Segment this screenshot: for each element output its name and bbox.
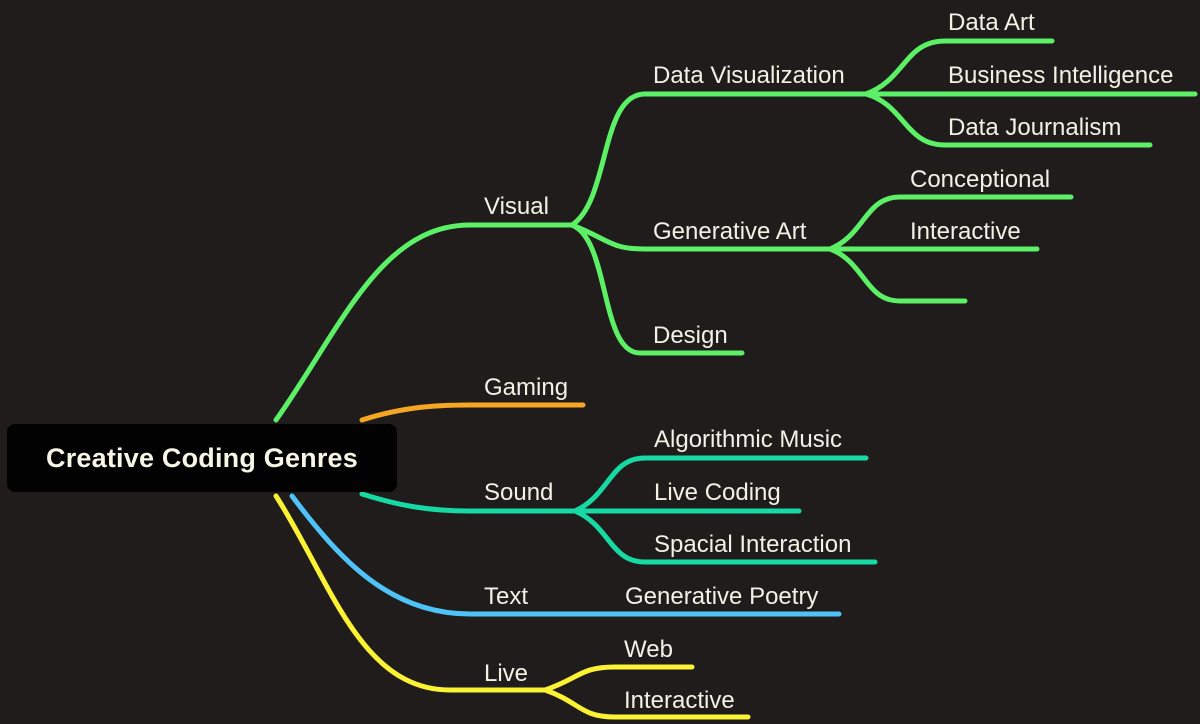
node-live-interactive[interactable]: Interactive [624,687,735,714]
node-web[interactable]: Web [624,636,673,663]
root-label: Creative Coding Genres [46,442,358,473]
edge-root-live [273,493,548,693]
edge-root-sound [359,491,578,514]
node-gaming[interactable]: Gaming [484,374,569,401]
node-spacial-interaction[interactable]: Spacial Interaction [654,531,852,558]
edge-visual-generative-art [569,222,833,252]
edge-root-gaming [359,402,586,423]
node-business-intelligence[interactable]: Business Intelligence [948,62,1174,89]
edge-sound-algorithmic-music [572,455,869,514]
edges-visual [273,38,1198,423]
edges-live [273,493,751,720]
node-data-art[interactable]: Data Art [948,9,1035,36]
edge-dataviz-data-art [863,38,1055,97]
edge-root-visual [273,222,575,423]
node-algorithmic-music[interactable]: Algorithmic Music [654,426,843,453]
node-generative-art[interactable]: Generative Art [653,218,807,245]
edge-live-interactive [542,687,751,720]
node-sound[interactable]: Sound [484,479,554,506]
root-node[interactable]: Creative Coding Genres [7,424,397,492]
node-visual[interactable]: Visual [484,193,549,220]
node-live[interactable]: Live [484,660,529,687]
node-conceptional[interactable]: Conceptional [910,166,1051,193]
edge-root-text [289,493,842,617]
edge-visual-design [569,222,745,356]
edge-live-web [542,664,695,693]
node-live-coding[interactable]: Live Coding [654,479,781,506]
node-data-journalism[interactable]: Data Journalism [948,114,1122,141]
edge-genart-empty [827,246,968,304]
node-design[interactable]: Design [653,322,728,349]
edge-genart-conceptional [827,194,1074,252]
node-generative-poetry[interactable]: Generative Poetry [625,583,819,610]
edge-sound-spacial-interaction [572,508,878,565]
edge-dataviz-data-journalism [863,91,1153,148]
edges-sound [359,455,878,565]
node-text[interactable]: Text [484,583,529,610]
edge-visual-data-visualization [569,91,869,228]
node-generative-art-interactive[interactable]: Interactive [910,218,1021,245]
node-data-visualization[interactable]: Data Visualization [653,62,845,89]
